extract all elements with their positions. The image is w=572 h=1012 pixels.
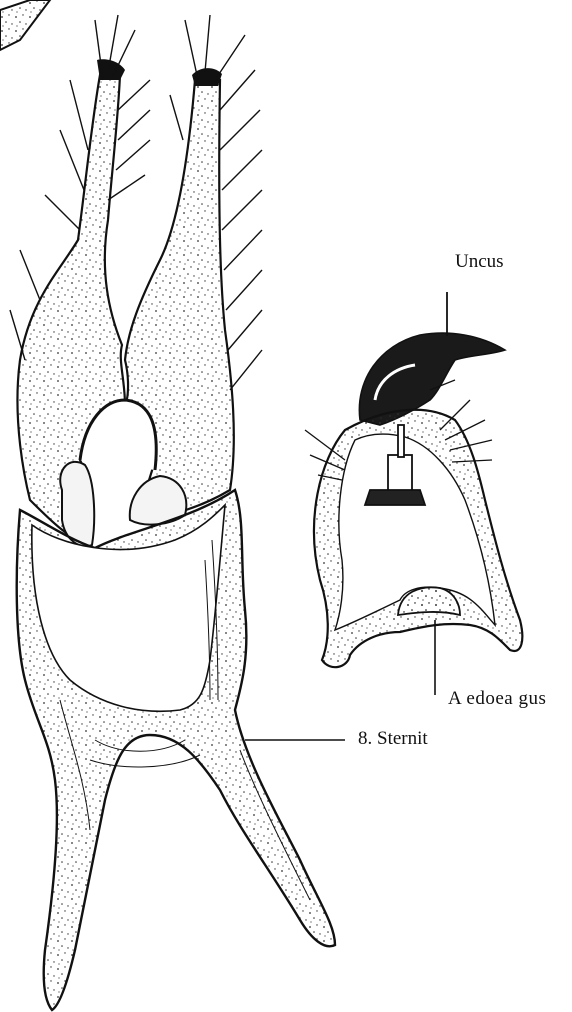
corner-fragment xyxy=(0,0,50,50)
label-aedoeagus: A edoea gus xyxy=(448,688,546,710)
label-sternit: 8. Sternit xyxy=(358,728,428,750)
label-uncus: Uncus xyxy=(455,251,504,273)
